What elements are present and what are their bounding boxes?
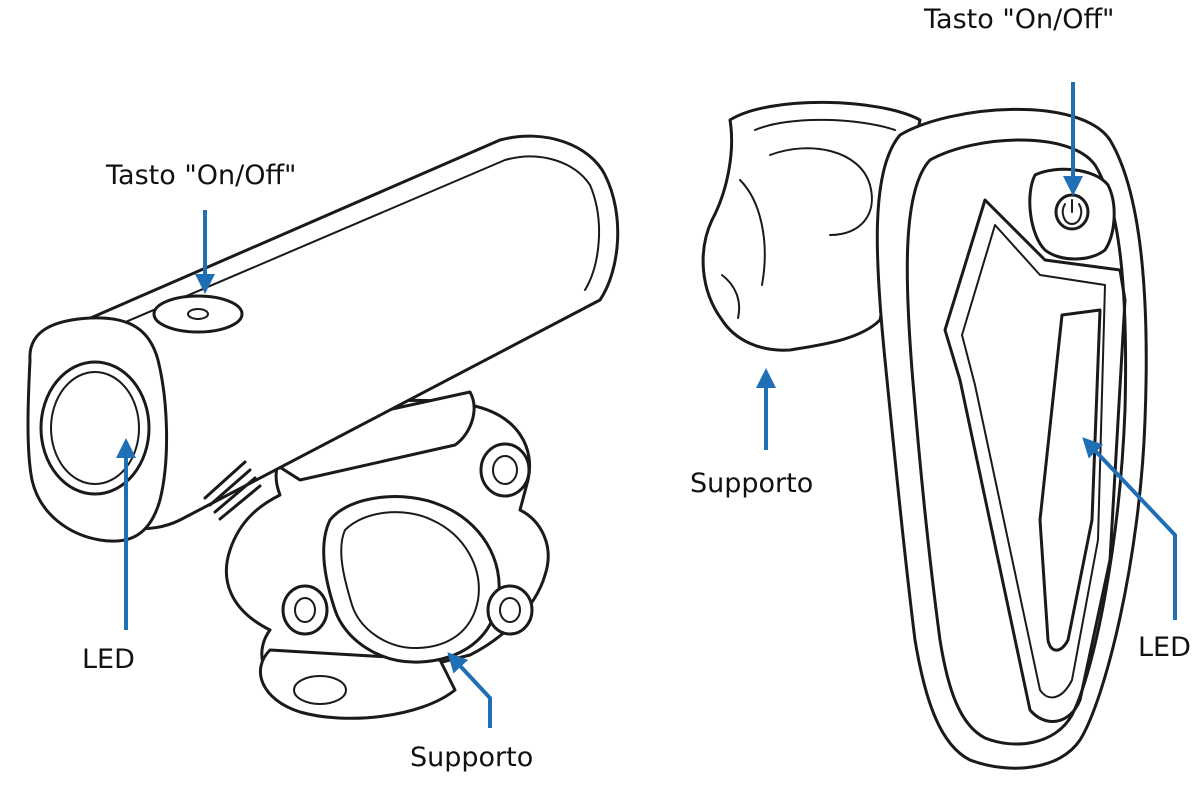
front-clamp-lug-right-low-hole — [499, 597, 521, 623]
front-on-off-button — [152, 294, 244, 334]
front-light-back-edge — [584, 184, 600, 291]
rear-strap-band — [701, 100, 922, 352]
rear-led-outline-inner — [961, 224, 1106, 699]
rear-strap-edge — [739, 179, 766, 286]
rear-led-arrow — [1082, 437, 1177, 620]
front-mount-label: Supporto — [410, 742, 534, 773]
front-led-lens-outer — [39, 360, 151, 496]
front-light-top-edge — [59, 155, 591, 351]
front-led-label: LED — [82, 644, 135, 675]
rear-on-off-label: Tasto "On/Off" — [924, 4, 1115, 35]
front-clamp-lower-hole — [293, 675, 347, 705]
front-clamp-lug-left-hole — [294, 597, 316, 623]
front-mount-arrow — [447, 652, 492, 728]
front-clamp-ring — [322, 495, 501, 664]
rear-power-icon — [1061, 199, 1083, 225]
rear-button-housing — [1028, 167, 1116, 261]
front-vents — [203, 460, 262, 521]
front-clamp-lug-right-hole — [492, 455, 518, 485]
front-clamp-lug-right — [479, 442, 531, 498]
front-clamp-lug-right-low — [486, 584, 534, 636]
front-led-lens-inner — [50, 371, 140, 485]
front-light-drawing — [26, 134, 620, 720]
rear-led-strip — [1038, 308, 1102, 652]
rear-strap-hook — [721, 274, 741, 319]
front-on-off-label: Tasto "On/Off" — [106, 160, 297, 191]
rear-led-outline-outer — [943, 198, 1127, 723]
front-clamp-lower-tab — [259, 648, 457, 720]
rear-light-shell — [875, 107, 1148, 770]
rear-led-label: LED — [1138, 632, 1191, 663]
front-power-icon — [187, 308, 209, 320]
rear-mount-label: Supporto — [690, 468, 814, 499]
rear-strap-loop — [769, 147, 873, 236]
front-clamp-lug-left — [281, 584, 329, 636]
rear-light-drawing — [701, 100, 1148, 770]
rear-strap-inner — [754, 118, 896, 131]
front-clamp-ring-inner — [340, 511, 480, 650]
front-lens-face — [26, 316, 169, 543]
callout-arrows — [116, 82, 1177, 728]
